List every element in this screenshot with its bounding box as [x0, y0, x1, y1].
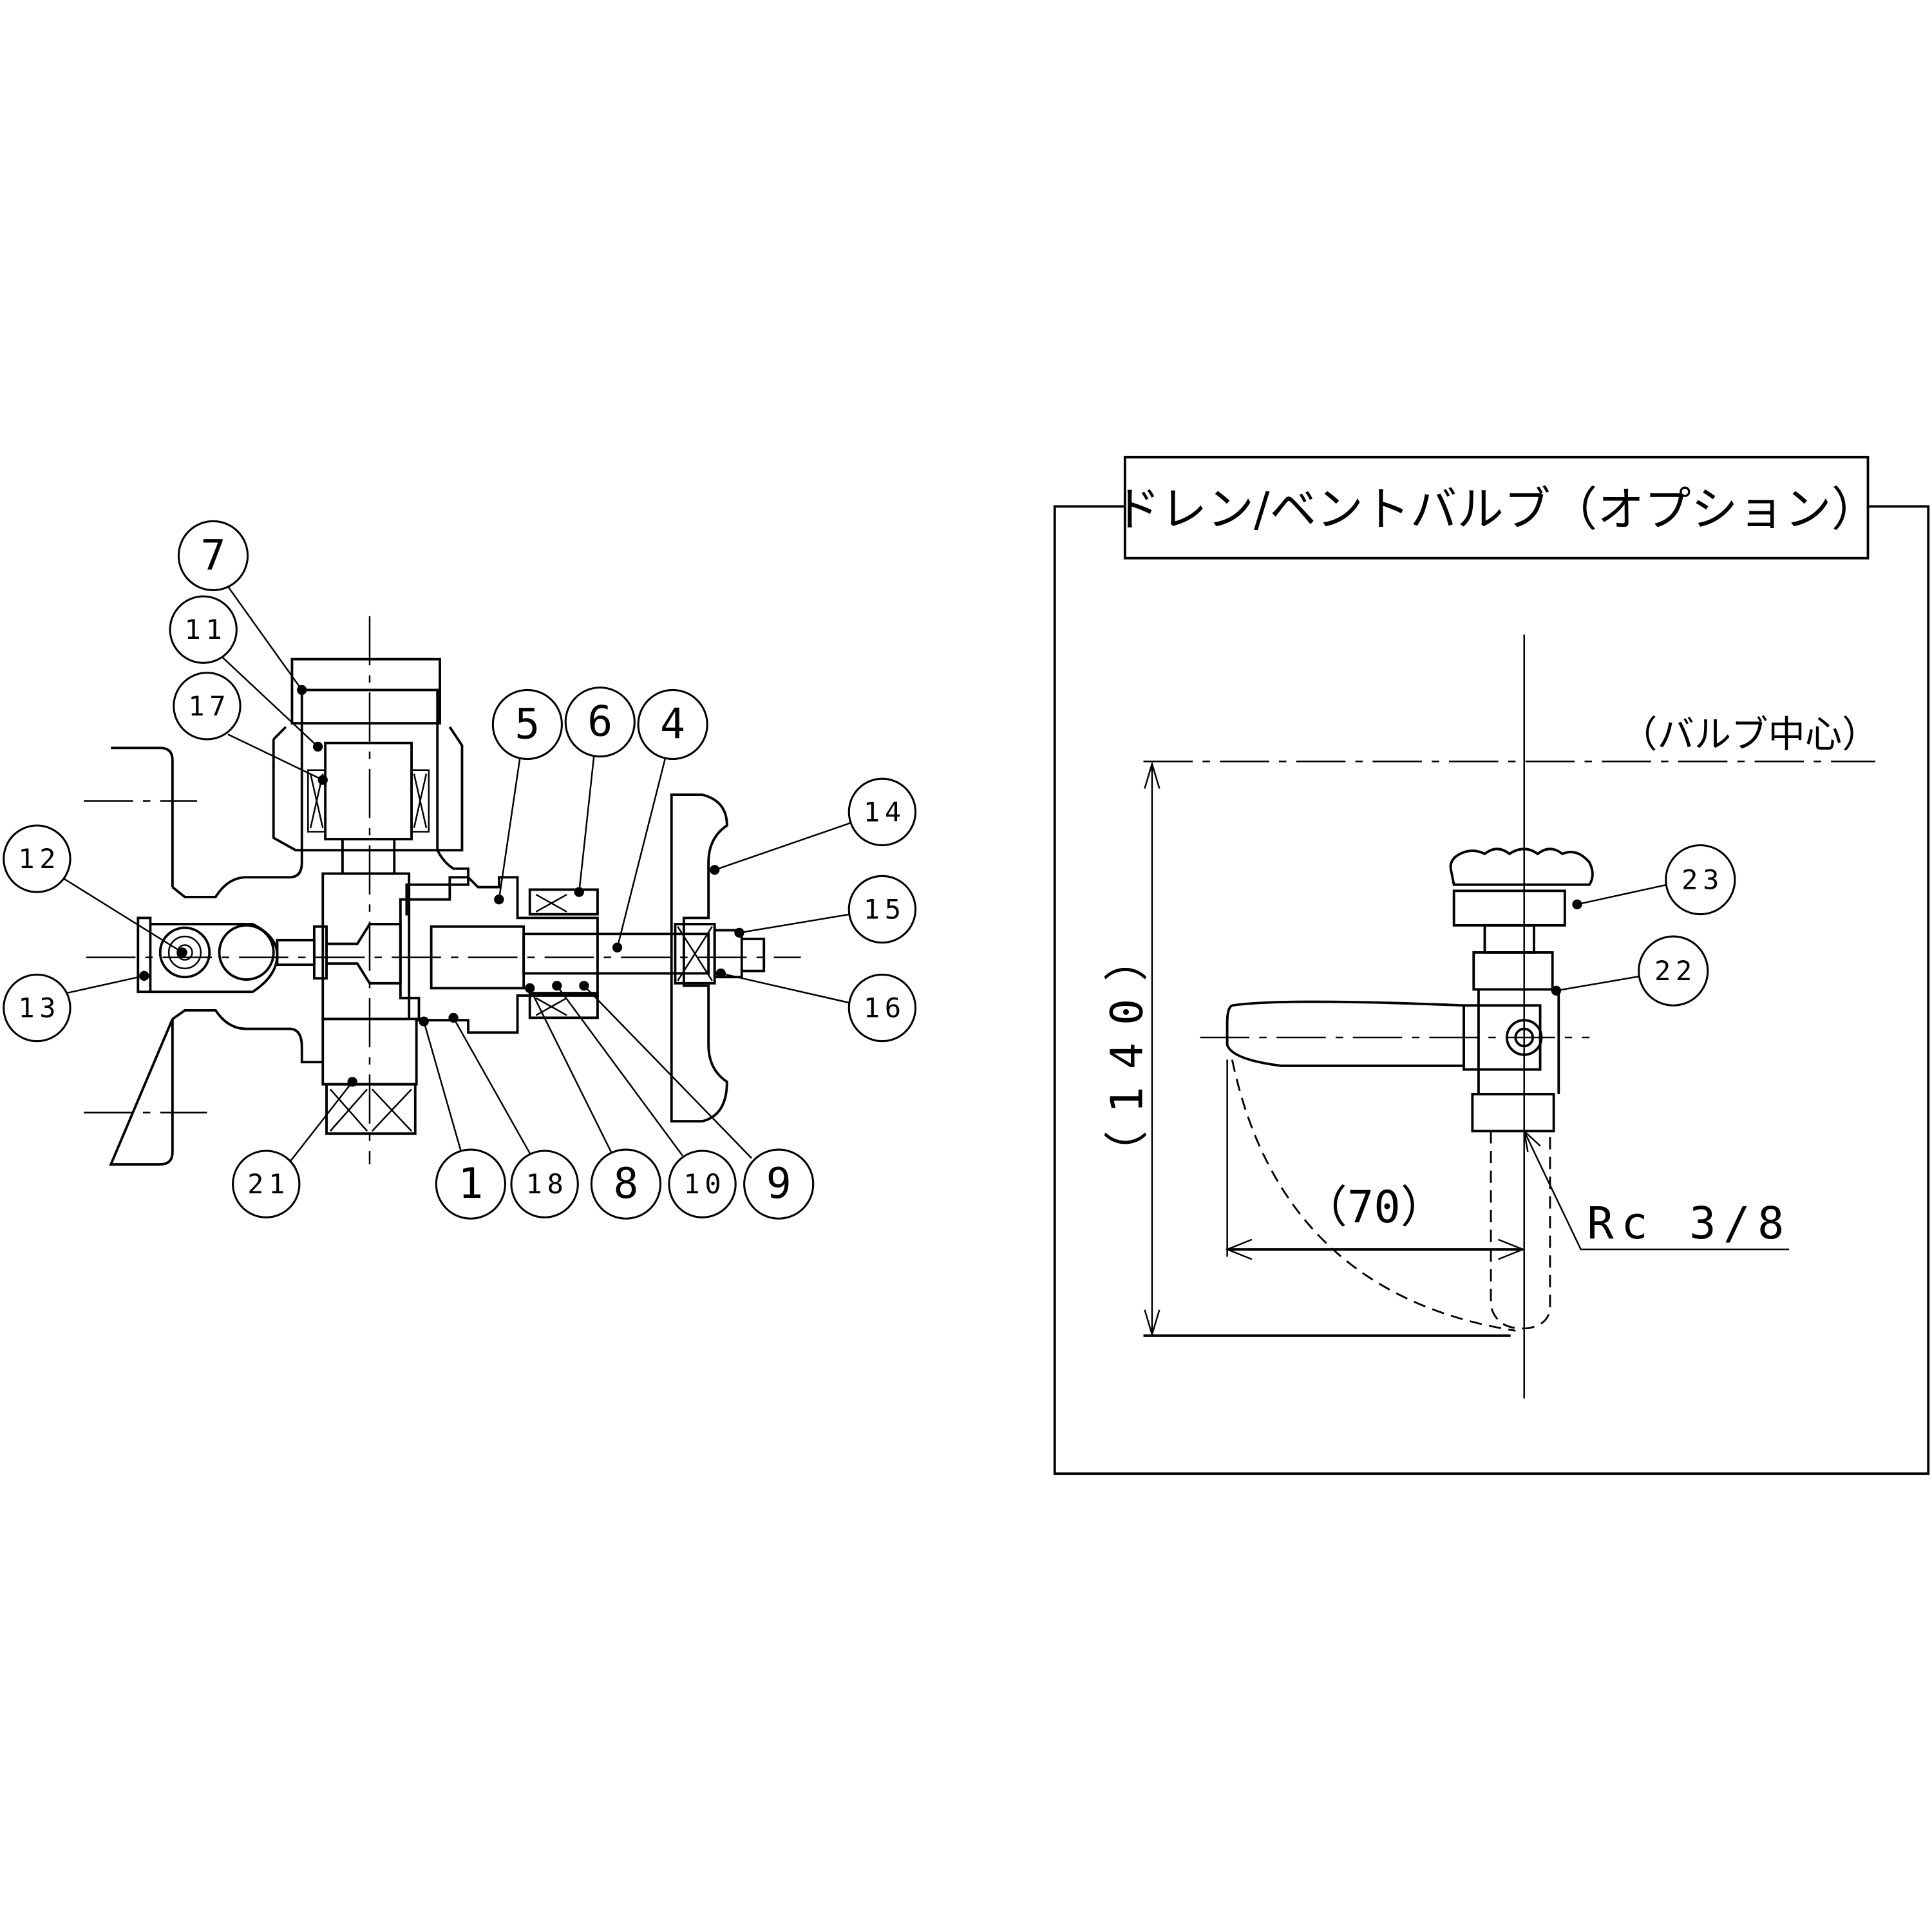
width-dimension: （70） [1225, 1059, 1526, 1260]
balloon-label: 14 [864, 796, 906, 828]
balloon-16: 16 [848, 973, 917, 1043]
balloon-label: 12 [18, 843, 61, 875]
balloon-23: 23 [1665, 844, 1736, 916]
balloon-label: 10 [683, 1168, 726, 1200]
balloon-label: 17 [188, 690, 231, 722]
balloon-1: 1 [435, 1148, 506, 1220]
width-dim-label: （70） [1303, 1182, 1445, 1233]
balloon-label: 13 [18, 992, 61, 1024]
balloon-18: 18 [510, 1150, 579, 1218]
balloon-label: 15 [864, 893, 906, 925]
balloon-14: 14 [848, 777, 917, 847]
balloon-8: 8 [590, 1148, 662, 1220]
balloon-4: 4 [637, 688, 708, 761]
balloon-7: 7 [177, 520, 249, 591]
balloon-22: 22 [1638, 935, 1709, 1007]
balloon-label: 6 [587, 698, 612, 746]
balloon-label: 4 [660, 700, 685, 748]
height-dim-label: （140） [1102, 920, 1153, 1175]
balloon-11: 11 [169, 595, 238, 664]
balloon-label: 21 [247, 1168, 290, 1200]
balloon-label: 23 [1681, 864, 1724, 896]
balloon-12: 12 [3, 824, 71, 893]
balloon-label: 8 [613, 1160, 638, 1208]
balloon-9: 9 [743, 1148, 815, 1220]
balloon-label: 16 [864, 992, 906, 1024]
balloon-6: 6 [564, 687, 636, 758]
balloon-21: 21 [232, 1150, 301, 1218]
valve-center-label: （バルブ中心） [1620, 713, 1879, 756]
option-panel: ドレン/ベントバルブ（オプション） （バルブ中心） 23 22 （140） [1053, 455, 1930, 1475]
balloon-10: 10 [668, 1150, 737, 1218]
balloon-label: 22 [1654, 955, 1697, 987]
balloon-label: 11 [185, 614, 227, 645]
balloon-5: 5 [491, 688, 563, 761]
balloon-label: 5 [515, 700, 540, 748]
balloon-13: 13 [3, 973, 71, 1043]
thread-label: Rc 3/8 [1587, 1198, 1792, 1249]
thread-callout: Rc 3/8 [1523, 1130, 1792, 1251]
valve-section-view: 7 11 17 5 6 4 14 12 15 13 16 21 1 18 8 1… [3, 520, 917, 1220]
balloon-label: 1 [458, 1160, 483, 1208]
balloon-15: 15 [848, 875, 917, 944]
height-dimension: （140） [1102, 761, 1511, 1338]
leader-lines [61, 585, 851, 1162]
balloon-label: 18 [526, 1168, 568, 1200]
balloon-label: 9 [766, 1160, 791, 1208]
balloon-17: 17 [173, 672, 242, 741]
balloon-label: 7 [200, 531, 225, 580]
option-title: ドレン/ベントバルブ（オプション） [1113, 483, 1878, 537]
